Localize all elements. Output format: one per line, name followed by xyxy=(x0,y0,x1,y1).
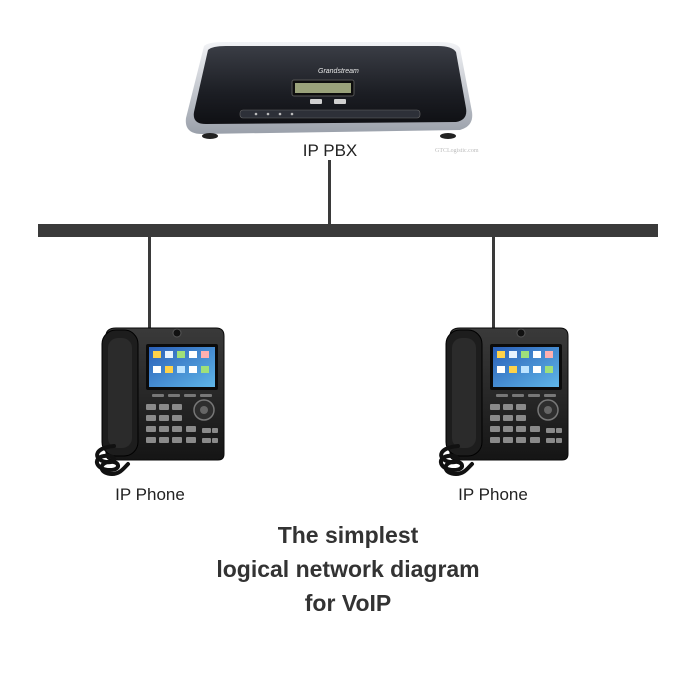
pbx-link-line xyxy=(328,160,331,225)
ip-phone-2-label: IP Phone xyxy=(458,485,528,504)
ip-pbx-label: IP PBX xyxy=(302,141,358,160)
caption-line-1: The simplest xyxy=(277,522,419,548)
phone-1-link-line xyxy=(148,236,151,328)
ip-phone-1-label: IP Phone xyxy=(115,485,185,504)
network-backbone-bar xyxy=(38,224,658,237)
ip-pbx-device xyxy=(185,42,473,139)
phone-2-link-line xyxy=(492,236,495,328)
ip-phone-2-device xyxy=(438,326,570,476)
caption-line-3: for VoIP xyxy=(304,590,392,616)
watermark: GTCLogistic.com xyxy=(435,148,479,154)
caption-line-2: logical network diagram xyxy=(216,556,480,582)
ip-phone-1-device xyxy=(94,326,226,476)
pbx-brand-wordmark: Grandstream xyxy=(318,68,359,75)
diagram-caption: The simplest logical network diagram for… xyxy=(0,518,696,620)
